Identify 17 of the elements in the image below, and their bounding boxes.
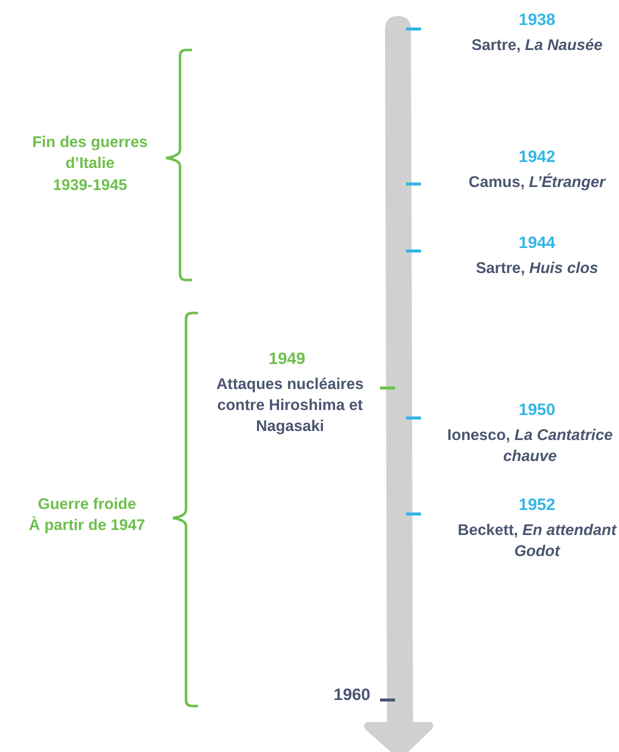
event-label: Sartre, Huis clos (474, 259, 600, 279)
year-label: 1952 (518, 495, 556, 516)
year-label: 1950 (518, 400, 556, 421)
event-label: Ionesco, La Cantatrice chauve (446, 426, 614, 467)
period-label: Guerre froide (36, 495, 138, 515)
period-dates: À partir de 1947 (28, 515, 146, 536)
year-label: 1938 (518, 10, 556, 31)
event-label: Sartre, La Nausée (470, 36, 604, 56)
year-label: 1949 (268, 349, 306, 370)
event-label: Attaques nucléaires contre Hiroshima et Nagasaki (215, 375, 365, 437)
event-label: Camus, L’Étranger (468, 172, 607, 193)
year-label: 1960 (332, 685, 372, 706)
period-label: Fin des guerres d’Italie (31, 133, 149, 174)
event-label: Beckett, En attendant Godot (456, 521, 618, 562)
period-dates: 1939-1945 (52, 176, 128, 196)
year-label: 1944 (518, 233, 556, 254)
year-label: 1942 (518, 147, 556, 168)
